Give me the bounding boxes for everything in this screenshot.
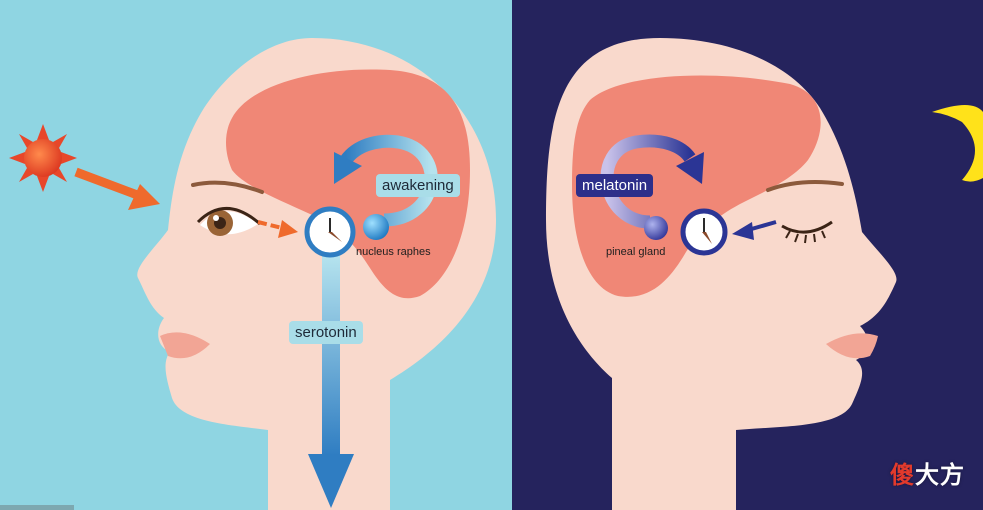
awakening-label: awakening xyxy=(376,174,460,197)
open-eye-icon xyxy=(196,207,261,236)
right-eyebrow xyxy=(766,180,844,192)
watermark-logo: 傻大方 xyxy=(890,461,965,489)
clock-icon xyxy=(304,206,356,258)
right-brain xyxy=(572,75,821,297)
nucleus-raphes-ball xyxy=(363,214,389,240)
sunlight-arrow xyxy=(74,167,160,210)
moon-icon xyxy=(932,105,983,182)
clock-icon xyxy=(680,208,728,256)
corner-tab xyxy=(0,505,74,510)
right-lips xyxy=(826,333,878,359)
moonlight-arrow xyxy=(732,220,777,240)
nucleus-raphes-label: nucleus raphes xyxy=(356,246,431,258)
awakening-cycle-arrow xyxy=(334,134,438,227)
closed-eye-icon xyxy=(781,220,833,244)
left-brain xyxy=(226,69,470,299)
left-lips xyxy=(160,332,210,359)
left-eyebrow xyxy=(191,180,264,194)
melatonin-label: melatonin xyxy=(576,174,654,197)
serotonin-label: serotonin xyxy=(289,321,363,344)
melatonin-cycle-arrow xyxy=(600,134,704,229)
eye-to-clock-arrow xyxy=(257,220,298,238)
pineal-gland-label: pineal gland xyxy=(606,246,666,258)
serotonin-arrow xyxy=(308,256,354,508)
pineal-gland-ball xyxy=(644,216,668,240)
sun-icon xyxy=(9,124,77,192)
